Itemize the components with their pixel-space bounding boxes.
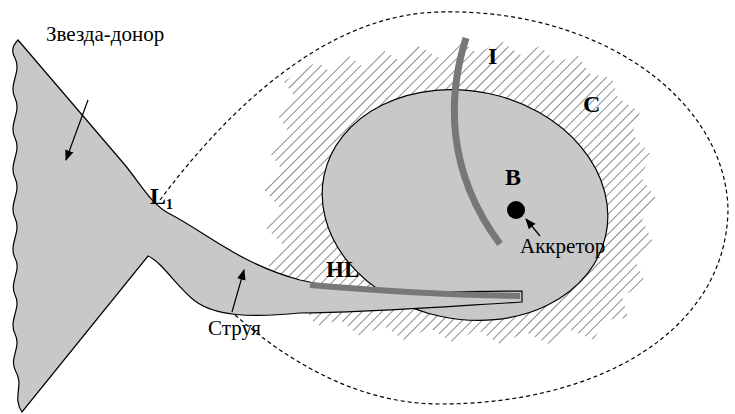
donor-label: Звезда-донор: [46, 22, 164, 46]
text-holder: I: [488, 44, 497, 68]
text-holder: Аккретор: [520, 236, 605, 257]
region-letter: I: [488, 43, 497, 69]
stream-label: Струя: [208, 316, 261, 340]
text-holder: Звезда-донор: [46, 24, 164, 45]
lagrange-point: L₁: [150, 183, 173, 209]
region-letter: C: [583, 91, 600, 117]
text-holder: B: [505, 165, 521, 189]
text-holder: HL: [326, 258, 359, 281]
accretor-label: Аккретор: [520, 234, 605, 258]
region-letter: B: [505, 164, 521, 190]
text-holder: L₁: [150, 184, 173, 208]
text-holder: Струя: [208, 318, 261, 339]
text-holder: C: [583, 92, 600, 116]
hot-line-label: HL: [326, 257, 359, 282]
